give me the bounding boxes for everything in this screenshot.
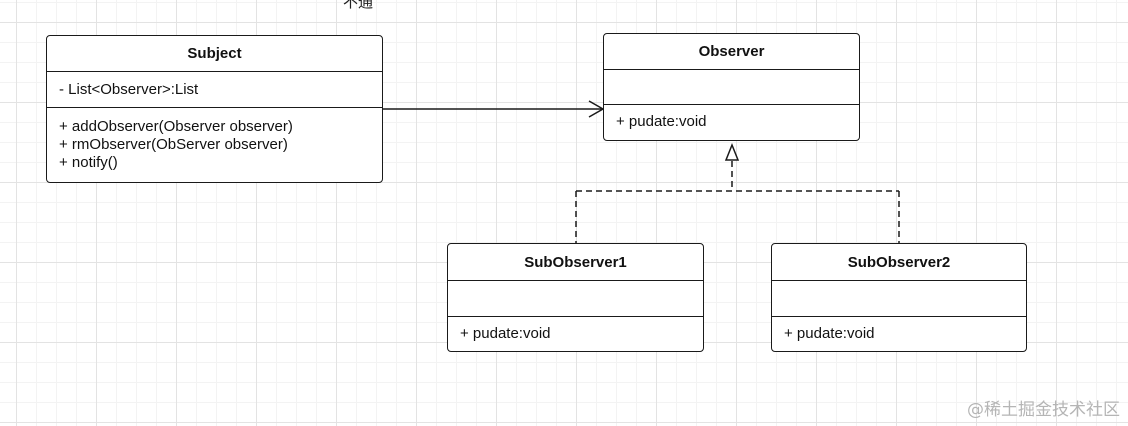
class-operations: + pudate:void xyxy=(448,317,703,350)
class-name: SubObserver1 xyxy=(448,244,703,281)
class-name: Subject xyxy=(47,36,382,72)
class-observer[interactable]: Observer + pudate:void xyxy=(603,33,860,141)
realization-arrowhead xyxy=(724,142,740,161)
watermark: @稀土掘金技术社区 xyxy=(967,400,1120,420)
operation: + pudate:void xyxy=(616,113,707,130)
class-attributes xyxy=(448,281,703,317)
class-operations: + addObserver(Observer observer) + rmObs… xyxy=(47,108,382,181)
operation: + rmObserver(ObServer observer) xyxy=(59,135,288,153)
class-attributes xyxy=(772,281,1026,317)
class-name: SubObserver2 xyxy=(772,244,1026,281)
class-subobserver1[interactable]: SubObserver1 + pudate:void xyxy=(447,243,704,352)
operation: + pudate:void xyxy=(784,324,875,342)
class-attributes: - List<Observer>:List xyxy=(47,72,382,108)
class-operations: + pudate:void xyxy=(772,317,1026,350)
cut-off-label: 不通 xyxy=(343,0,374,11)
class-subobserver2[interactable]: SubObserver2 + pudate:void xyxy=(771,243,1027,352)
class-operations: + pudate:void xyxy=(604,105,859,139)
class-attributes xyxy=(604,70,859,105)
class-subject[interactable]: Subject - List<Observer>:List + addObser… xyxy=(46,35,383,183)
operation: + addObserver(Observer observer) xyxy=(59,117,293,135)
operation: + notify() xyxy=(59,153,118,171)
attribute: - List<Observer>:List xyxy=(59,80,199,98)
class-name: Observer xyxy=(604,34,859,70)
operation: + pudate:void xyxy=(460,324,551,342)
